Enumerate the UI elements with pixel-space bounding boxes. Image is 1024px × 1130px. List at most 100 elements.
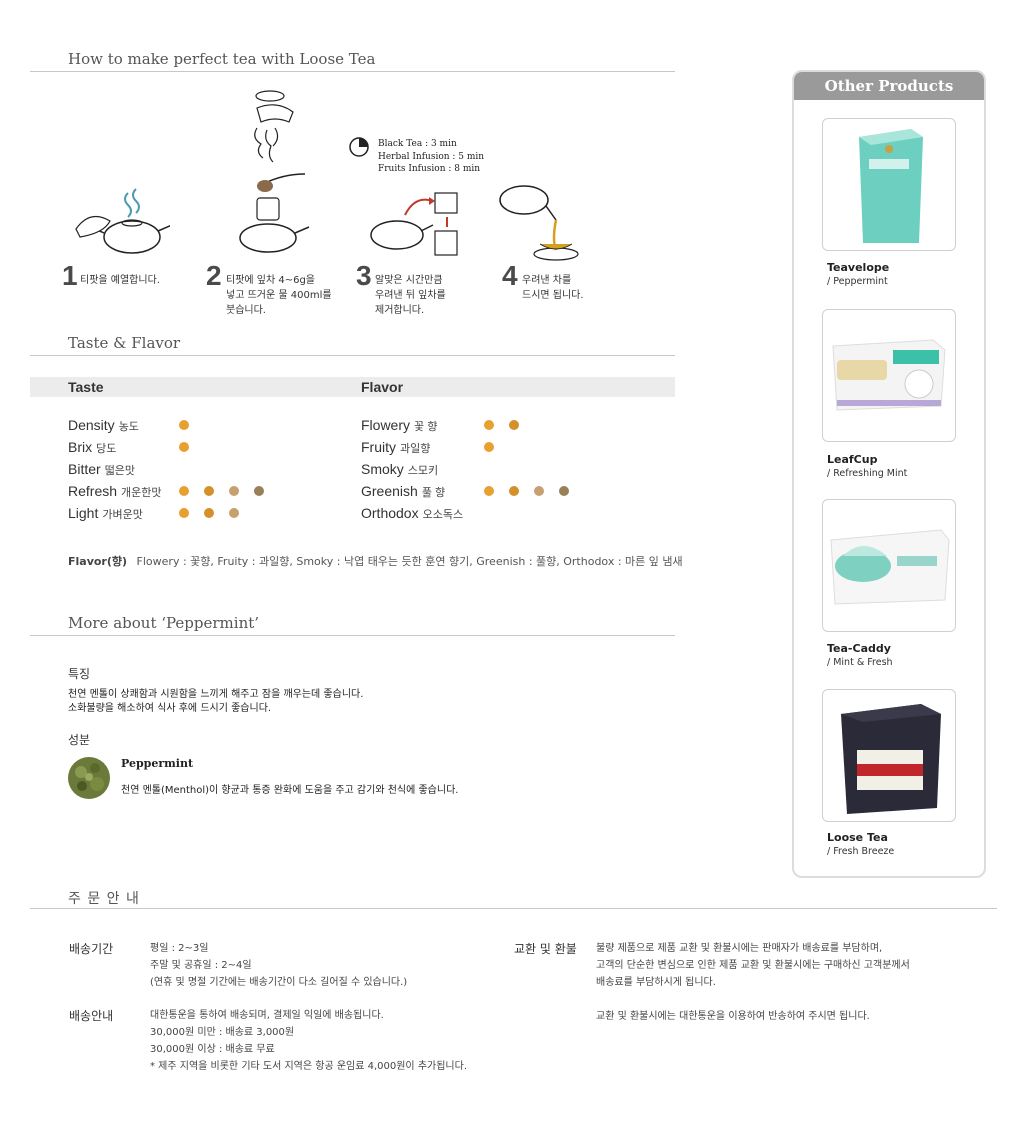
exchange-label: 교환 및 환불 [514,942,577,956]
delivery-period-label: 배송기간 [69,942,114,956]
product-name-tea-caddy[interactable]: Tea-Caddy [827,642,891,655]
product-name-loose-tea[interactable]: Loose Tea [827,831,888,844]
flavor-rating-dot [484,486,494,496]
delivery-info-line: 30,000원 이상 : 배송료 무료 [150,1044,275,1055]
product-sub-tea-caddy: / Mint & Fresh [827,657,893,668]
other-products-header: Other Products [794,72,984,100]
delivery-period-text: 평일 : 2~3일 주말 및 공휴일 : 2~4일 (연휴 및 명절 기간에는 … [150,940,407,991]
delivery-period-line: 주말 및 공휴일 : 2~4일 [150,960,252,971]
flavor-name: Greenish [361,483,418,499]
taste-name: Light [68,505,99,521]
taste-name: Bitter [68,461,101,477]
flavor-name: Smoky [361,461,404,477]
feature-label: 특징 [68,667,91,681]
feature-text-1: 천연 멘톨이 상쾌함과 시원함을 느끼게 해주고 잠을 깨우는데 좋습니다. [68,689,364,700]
exchange-line: 배송료를 부담하시게 됩니다. [596,977,716,988]
taste-name-ko: 당도 [96,443,117,455]
taste-name: Brix [68,439,93,455]
delivery-info-line: 30,000원 미만 : 배송료 3,000원 [150,1027,295,1038]
taste-name-ko: 가벼운맛 [102,509,143,521]
product-thumb-loose-tea[interactable] [822,689,956,822]
exchange-line: 고객의 단순한 변심으로 인한 제품 교환 및 환불시에는 구매하신 고객분께서 [596,960,910,971]
step-2-text: 티팟에 잎차 4~6g을 넣고 뜨거운 물 400ml를 붓습니다. [226,275,332,316]
flavor-name: Fruity [361,439,396,455]
flavor-name-ko: 스모키 [407,465,439,477]
teapot-warming-illustration [75,188,170,254]
product-name-leafcup[interactable]: LeafCup [827,453,878,466]
taste-rating-dot [179,442,189,452]
flavor-rating-dot [559,486,569,496]
flavor-rating-dot [484,442,494,452]
delivery-period-line: 평일 : 2~3일 [150,943,209,954]
infusion-times: Black Tea : 3 min Herbal Infusion : 5 mi… [378,139,485,174]
exchange-text: 불량 제품으로 제품 교환 및 환불시에는 판매자가 배송료를 부담하며, 고객… [596,940,910,991]
taste-rating-dot [204,508,214,518]
flavor-rating-dot [509,486,519,496]
step-2-number: 2 [206,260,222,291]
taste-name-ko: 농도 [118,421,139,433]
product-sub-leafcup: / Refreshing Mint [827,468,908,479]
flavor-rating-dot [484,420,494,430]
delivery-info-line: * 제주 지역을 비롯한 기타 도서 지역은 항공 운임료 4,000원이 추가… [150,1061,467,1072]
divider [30,635,675,636]
divider [30,908,997,909]
flavor-name-ko: 꽃 향 [414,421,438,433]
flavor-header: Flavor [361,379,404,395]
product-thumb-tea-caddy[interactable] [822,499,956,632]
timer-icon [349,137,369,157]
flavor-name-ko: 과일향 [400,443,431,455]
delivery-info-label: 배송안내 [69,1009,114,1023]
delivery-period-line: (연휴 및 명절 기간에는 배송기간이 다소 길어질 수 있습니다.) [150,977,408,988]
order-title: 주 문 안 내 [68,891,140,907]
taste-name-ko: 떫은맛 [104,465,136,477]
steeping-illustration [370,192,458,256]
tea-leaves-illustration [239,90,310,253]
taste-name: Density [68,417,115,433]
step-1-number: 1 [62,260,78,291]
taste-rating-dot [229,508,239,518]
taste-rating-dot [179,420,189,430]
taste-rating-dot [179,508,189,518]
flavor-legend-label: Flavor(향) [68,555,128,568]
ingredient-label: 성분 [68,733,91,747]
step-1-text: 티팟을 예열합니다. [80,275,160,286]
product-name-teavelope[interactable]: Teavelope [827,261,890,274]
exchange-note: 교환 및 환불시에는 대한통운을 이용하여 반송하여 주시면 됩니다. [596,1011,870,1022]
product-sub-loose-tea: / Fresh Breeze [827,846,895,857]
tea-caddy-box-image [830,529,950,605]
more-about-title: More about ‘Peppermint’ [68,614,260,632]
flavor-name-ko: 풀 향 [421,487,446,499]
step-3-text: 알맞은 시간만큼 우려낸 뒤 잎차를 제거합니다. [375,275,446,316]
taste-rating-dot [254,486,264,496]
taste-flavor-title: Taste & Flavor [68,334,181,352]
product-thumb-leafcup[interactable] [822,309,956,442]
peppermint-leaves-image [68,757,110,799]
ingredient-text: 천연 멘톨(Menthol)이 향균과 통증 완화에 도움을 주고 감기와 천식… [121,785,459,796]
flavor-legend-text: Flowery : 꽃향, Fruity : 과일향, Smoky : 낙엽 태… [136,555,683,568]
ingredient-name: Peppermint [121,757,194,770]
taste-rating-dot [179,486,189,496]
divider [30,71,675,72]
divider [30,355,675,356]
step-4-number: 4 [502,260,518,291]
taste-rating-dot [204,486,214,496]
product-sub-teavelope: / Peppermint [827,276,888,287]
feature-text-2: 소화불량을 해소하여 식사 후에 드시기 좋습니다. [68,703,272,714]
flavor-legend: Flavor(향) Flowery : 꽃향, Fruity : 과일향, Sm… [68,553,683,569]
exchange-line: 불량 제품으로 제품 교환 및 환불시에는 판매자가 배송료를 부담하며, [596,943,883,954]
flavor-name-ko: 오소독스 [422,509,464,521]
delivery-info-text: 대한통운을 통하여 배송되며, 결제일 익일에 배송됩니다. 30,000원 미… [150,1007,467,1075]
flavor-rating-dot [509,420,519,430]
product-thumb-teavelope[interactable] [822,118,956,251]
flavor-row-label: Fruity 과일향 [361,439,430,456]
taste-flavor-header: Taste Flavor [30,377,675,397]
delivery-info-line: 대한통운을 통하여 배송되며, 결제일 익일에 배송됩니다. [150,1010,384,1021]
howto-title: How to make perfect tea with Loose Tea [68,50,376,68]
flavor-name: Orthodox [361,505,419,521]
